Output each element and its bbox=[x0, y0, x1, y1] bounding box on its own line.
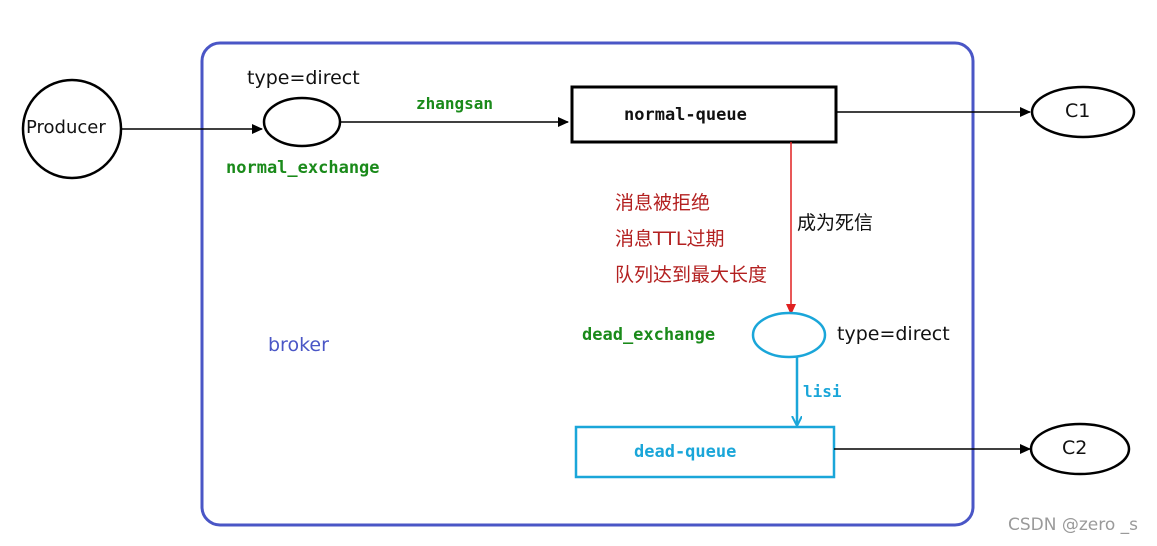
dead-queue-box bbox=[574, 425, 836, 479]
normal-exchange-name-label: normal_exchange bbox=[226, 158, 380, 178]
producer-node bbox=[21, 78, 123, 180]
consumer-c1-node bbox=[1030, 85, 1136, 139]
consumer-c2-label: C2 bbox=[1062, 437, 1088, 459]
routing-key-normal-label: zhangsan bbox=[416, 94, 494, 113]
dead-letter-reason-ttl: 消息TTL过期 bbox=[615, 228, 725, 250]
dead-exchange-name-label: dead_exchange bbox=[582, 325, 716, 345]
broker-container bbox=[200, 41, 975, 527]
dead-exchange-node bbox=[751, 311, 827, 359]
dead-exchange-type-label: type=direct bbox=[837, 323, 950, 345]
watermark: CSDN @zero _s bbox=[1008, 515, 1139, 535]
producer-label: Producer bbox=[26, 117, 106, 138]
becomes-dead-letter-label: 成为死信 bbox=[797, 212, 874, 234]
consumer-c1-label: C1 bbox=[1065, 100, 1091, 122]
normal-queue-label: normal-queue bbox=[624, 105, 747, 125]
broker-label: broker bbox=[268, 334, 329, 356]
dead-letter-reason-rejected: 消息被拒绝 bbox=[615, 192, 711, 214]
normal-exchange-node bbox=[262, 96, 342, 148]
normal-exchange-type-label: type=direct bbox=[247, 67, 360, 89]
normal-queue-box bbox=[570, 85, 838, 144]
consumer-c2-node bbox=[1029, 422, 1131, 476]
dead-letter-reason-max-length: 队列达到最大长度 bbox=[615, 264, 768, 286]
dead-queue-label: dead-queue bbox=[634, 442, 737, 462]
routing-key-dead-label: lisi bbox=[803, 382, 842, 401]
